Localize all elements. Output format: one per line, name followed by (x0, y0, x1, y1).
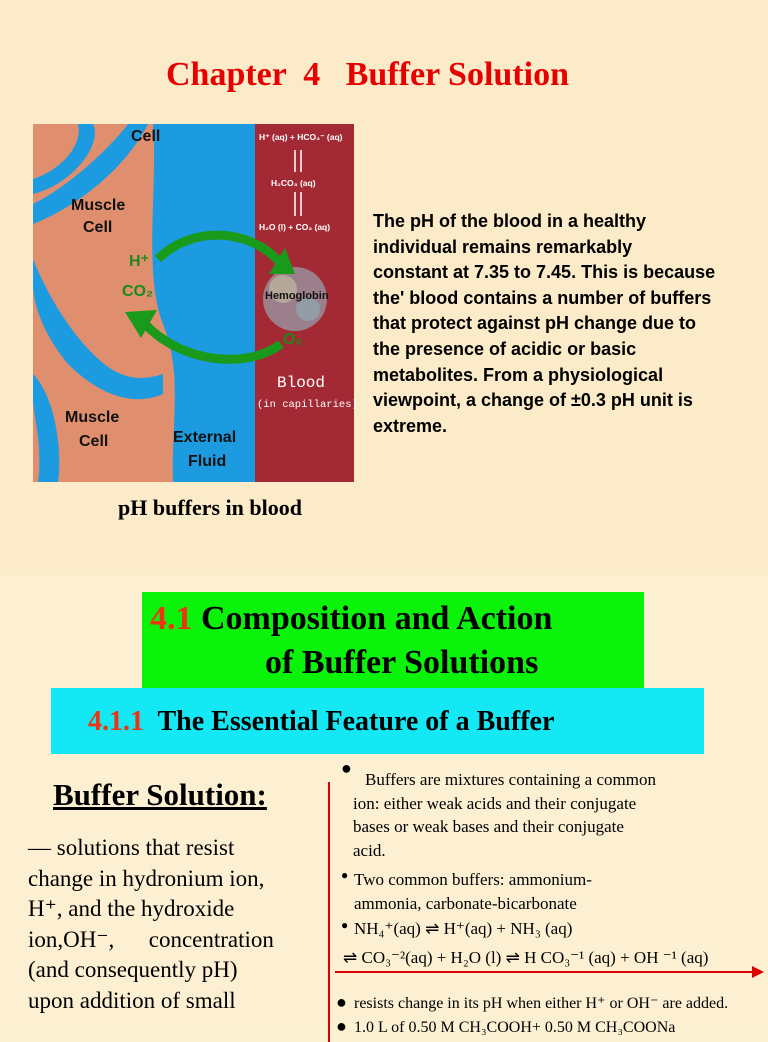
label-fluid: Fluid (188, 453, 226, 470)
bullet-dot: ● (336, 992, 347, 1012)
intro-line: the presence of acidic or basic (373, 338, 637, 359)
label-blood: Blood (277, 374, 325, 392)
blood-buffer-illustration: Cell Muscle Cell H⁺ CO₂ O₂ Muscle Cell E… (33, 124, 358, 482)
label-o2: O₂ (283, 331, 303, 348)
subsection-heading: 4.1.1 The Essential Feature of a Buffer (88, 706, 554, 738)
bullet-dot: ● (341, 758, 352, 778)
label-eq-2: H₂CO₃ (aq) (271, 178, 316, 188)
intro-line: viewpoint, a change of ±0.3 pH unit is (373, 390, 693, 411)
slide-1: Chapter 4 Buffer Solution (0, 0, 768, 575)
bullet-1-line: acid. (353, 840, 386, 860)
fluid-channel-4 (33, 124, 95, 194)
subsection-number: 4.1.1 (88, 706, 144, 737)
bullet-dot: ● (341, 868, 349, 882)
arrow-divider (335, 971, 758, 973)
fluid-channel-1 (33, 124, 148, 224)
definition-line: — solutions that resist (28, 835, 235, 860)
intro-line: metabolites. From a physiological (373, 364, 664, 385)
intro-line: The pH of the blood in a healthy (373, 211, 646, 231)
label-external: External (173, 429, 236, 446)
bullet-dot: ● (336, 1016, 347, 1036)
definition-line: upon addition of small (28, 987, 236, 1013)
arrow-head-left (125, 310, 157, 338)
label-muscle-cell-1b: Cell (83, 219, 112, 236)
bullet-1-line: bases or weak bases and their conjugate (353, 817, 624, 836)
label-eq-1: H⁺ (aq) + HCO₃⁻ (aq) (259, 132, 343, 142)
bullet-dot: ● (341, 918, 349, 932)
arrow-to-blood (154, 230, 285, 267)
subsection-title: The Essential Feature of a Buffer (144, 706, 555, 737)
section-title-2: of Buffer Solutions (265, 644, 539, 681)
definition-line: (and consequently pH) (28, 957, 238, 982)
buffer-definition: — solutions that resist change in hydron… (28, 833, 296, 1016)
bullet-2-line: ammonia, carbonate-bicarbonate (354, 893, 577, 913)
bullet-1-line: ion: either weak acids and their conjuga… (353, 793, 637, 813)
subsection-heading-box: 4.1.1 The Essential Feature of a Buffer (51, 688, 704, 754)
fluid-channel-3 (33, 374, 60, 482)
section-number: 4.1 (150, 600, 193, 637)
label-co2: CO₂ (122, 283, 153, 300)
bullet-3: resists change in its pH when either H⁺ … (354, 995, 729, 1012)
intro-line: constant at 7.35 to 7.45. This is becaus… (373, 262, 716, 283)
bullet-4: 1.0 L of 0.50 M CH₃COOH+ 0.50 M CH₃COONa (354, 1019, 676, 1036)
intro-line: the' blood contains a number of buffers (373, 287, 712, 308)
bullet-1-line: Buffers are mixtures containing a common (365, 770, 656, 789)
label-hemoglobin: Hemoglobin (265, 290, 329, 302)
label-muscle-cell-2a: Muscle (65, 409, 119, 426)
intro-line: that protect against pH change due to (373, 313, 697, 334)
definition-line: change in hydronium ion, (28, 865, 265, 891)
arrow-to-cell (141, 320, 284, 364)
label-muscle-cell-2b: Cell (79, 433, 108, 450)
vertical-divider (328, 782, 330, 1042)
ph-buffers-figure: Cell Muscle Cell H⁺ CO₂ O₂ Muscle Cell E… (33, 124, 358, 482)
slide-2: 4.1 Composition and Action of Buffer Sol… (0, 575, 768, 1042)
definition-line: ion,OH⁻, concentration (28, 926, 274, 952)
definition-line: H⁺, and the hydroxide (28, 896, 235, 921)
equation-ammonium: NH₄⁺(aq) ⇌ H⁺(aq) + NH₃ (aq) (354, 919, 573, 938)
equation-carbonate: ⇌ CO₃⁻²(aq) + H₂O (l) ⇌ H CO₃⁻¹ (aq) + O… (343, 948, 709, 967)
label-capillaries: (in capillaries) (257, 399, 358, 411)
label-eq-3: H₂O (l) + CO₂ (aq) (259, 222, 330, 232)
label-muscle-cell-1a: Muscle (71, 197, 125, 214)
arrow-head-right (269, 248, 295, 274)
external-fluid-region (152, 124, 255, 482)
label-h-plus: H⁺ (129, 253, 149, 270)
figure-caption: pH buffers in blood (118, 495, 302, 520)
bullet-2: Two common buffers: ammonium- ammonia, c… (354, 868, 592, 915)
bullet-2-line: Two common buffers: ammonium- (354, 870, 592, 889)
intro-line: extreme. (373, 415, 448, 436)
label-cell: Cell (131, 128, 160, 145)
arrow-right-icon (752, 966, 764, 978)
section-heading-box: 4.1 Composition and Action of Buffer Sol… (142, 592, 644, 690)
equilibrium-arrows-icon (294, 150, 302, 216)
buffer-solution-heading: Buffer Solution: (53, 777, 267, 812)
bullet-1: Buffers are mixtures containing a common… (353, 768, 656, 862)
fluid-channel-2 (33, 259, 163, 400)
intro-line: individual remains remarkably (373, 236, 633, 257)
section-heading-line-1: 4.1 Composition and Action (150, 600, 552, 638)
chapter-title: Chapter 4 Buffer Solution (165, 56, 569, 93)
intro-paragraph: The pH of the blood in a healthy individ… (373, 209, 743, 439)
section-title-1: Composition and Action (192, 600, 553, 637)
